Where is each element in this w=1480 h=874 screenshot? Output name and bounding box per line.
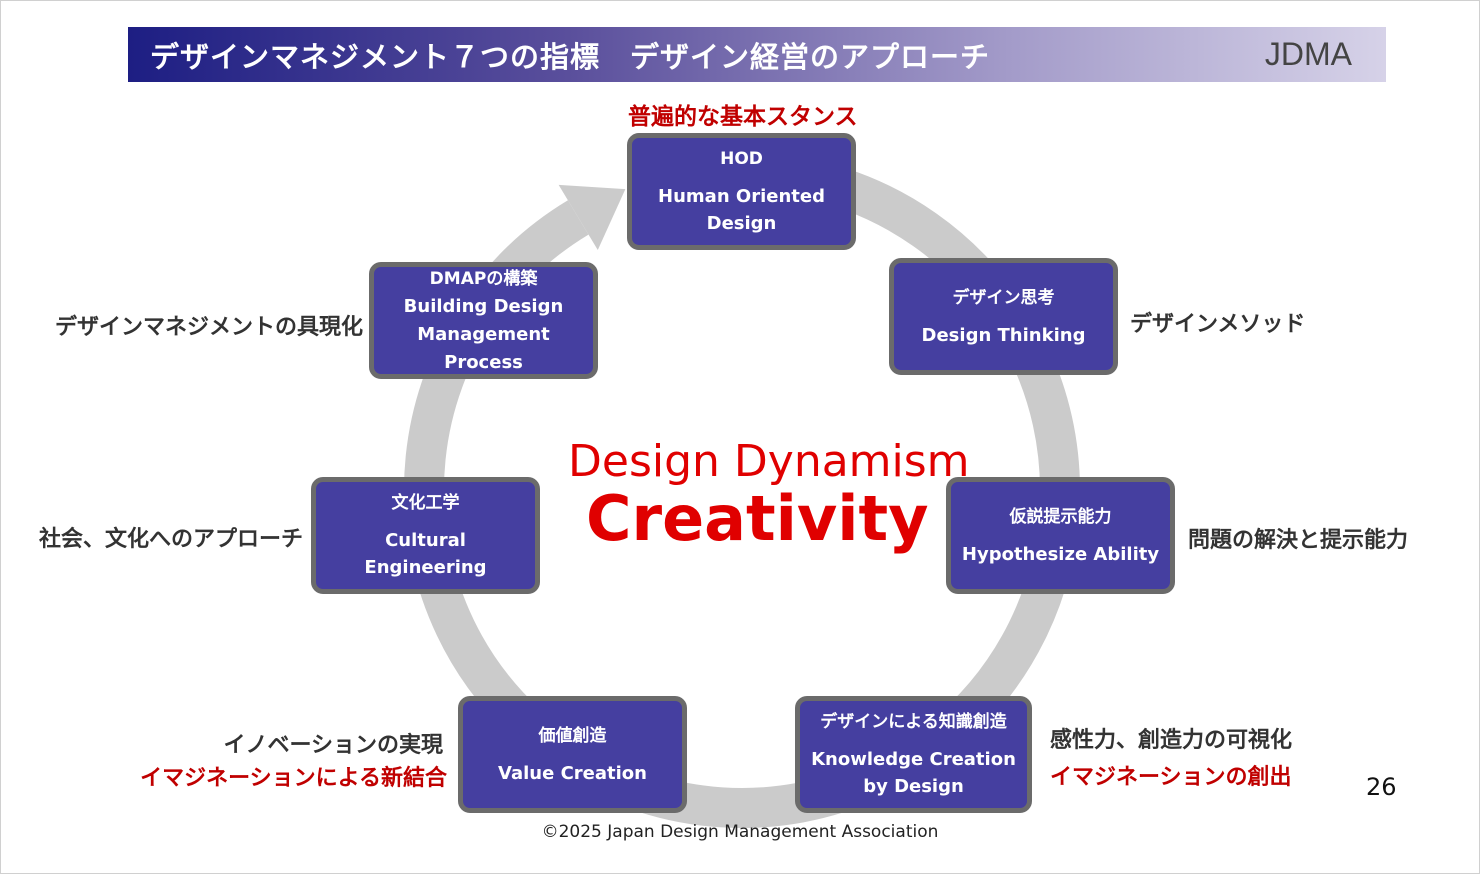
creativity-text: Creativity — [586, 482, 929, 555]
box-en: Design — [706, 213, 777, 234]
title-banner: デザインマネジメント７つの指標 デザイン経営のアプローチ JDMA — [128, 27, 1386, 82]
box-en: by Design — [863, 776, 964, 797]
box-en: Process — [444, 351, 523, 373]
box-en: Building Design — [403, 295, 564, 317]
box-en: Human Oriented — [658, 186, 825, 207]
box-design-thinking: デザイン思考 Design Thinking — [889, 258, 1118, 375]
box-jp: HOD — [720, 149, 763, 169]
box-en: Design Thinking — [921, 324, 1086, 346]
label-sensibility: 感性力、創造力の可視化 — [1050, 728, 1293, 753]
slide-title: デザインマネジメント７つの指標 デザイン経営のアプローチ — [150, 40, 991, 74]
cycle-arrowhead — [558, 184, 626, 250]
label-society-culture: 社会、文化へのアプローチ — [38, 527, 303, 552]
box-hod: HOD Human Oriented Design — [627, 133, 856, 250]
box-jp: デザイン思考 — [952, 287, 1055, 308]
box-jp: デザインによる知識創造 — [820, 712, 1007, 732]
label-embodiment: デザインマネジメントの具現化 — [54, 315, 363, 340]
box-cultural-engineering: 文化工学 Cultural Engineering — [311, 477, 540, 594]
box-dmap: DMAPの構築 Building Design Management Proce… — [369, 262, 598, 379]
label-imagination: イマジネーションの創出 — [1050, 765, 1292, 790]
box-hypothesize: 仮説提示能力 Hypothesize Ability — [946, 477, 1175, 594]
design-dynamism-text: Design Dynamism — [568, 436, 970, 487]
box-en: Management — [417, 323, 550, 345]
copyright: ©2025 Japan Design Management Associatio… — [541, 822, 939, 842]
box-en: Value Creation — [498, 762, 647, 784]
box-en: Cultural — [385, 530, 466, 551]
box-jp: 仮説提示能力 — [1009, 506, 1112, 527]
page-number: 26 — [1366, 773, 1397, 801]
box-knowledge-creation: デザインによる知識創造 Knowledge Creation by Design — [795, 696, 1032, 813]
box-jp: 文化工学 — [391, 493, 460, 513]
jdma-logo: JDMA — [1264, 36, 1352, 72]
label-new-combination: イマジネーションによる新結合 — [140, 766, 447, 791]
label-problem-solving: 問題の解決と提示能力 — [1188, 528, 1409, 553]
box-en: Hypothesize Ability — [961, 543, 1160, 565]
box-jp: 価値創造 — [538, 725, 607, 746]
top-label: 普遍的な基本スタンス — [628, 104, 858, 130]
box-en: Knowledge Creation — [811, 749, 1016, 770]
label-design-method: デザインメソッド — [1130, 312, 1306, 337]
box-value-creation: 価値創造 Value Creation — [458, 696, 687, 813]
box-en: Engineering — [364, 557, 487, 578]
label-innovation: イノベーションの実現 — [223, 733, 443, 758]
box-jp: DMAPの構築 — [429, 268, 538, 289]
